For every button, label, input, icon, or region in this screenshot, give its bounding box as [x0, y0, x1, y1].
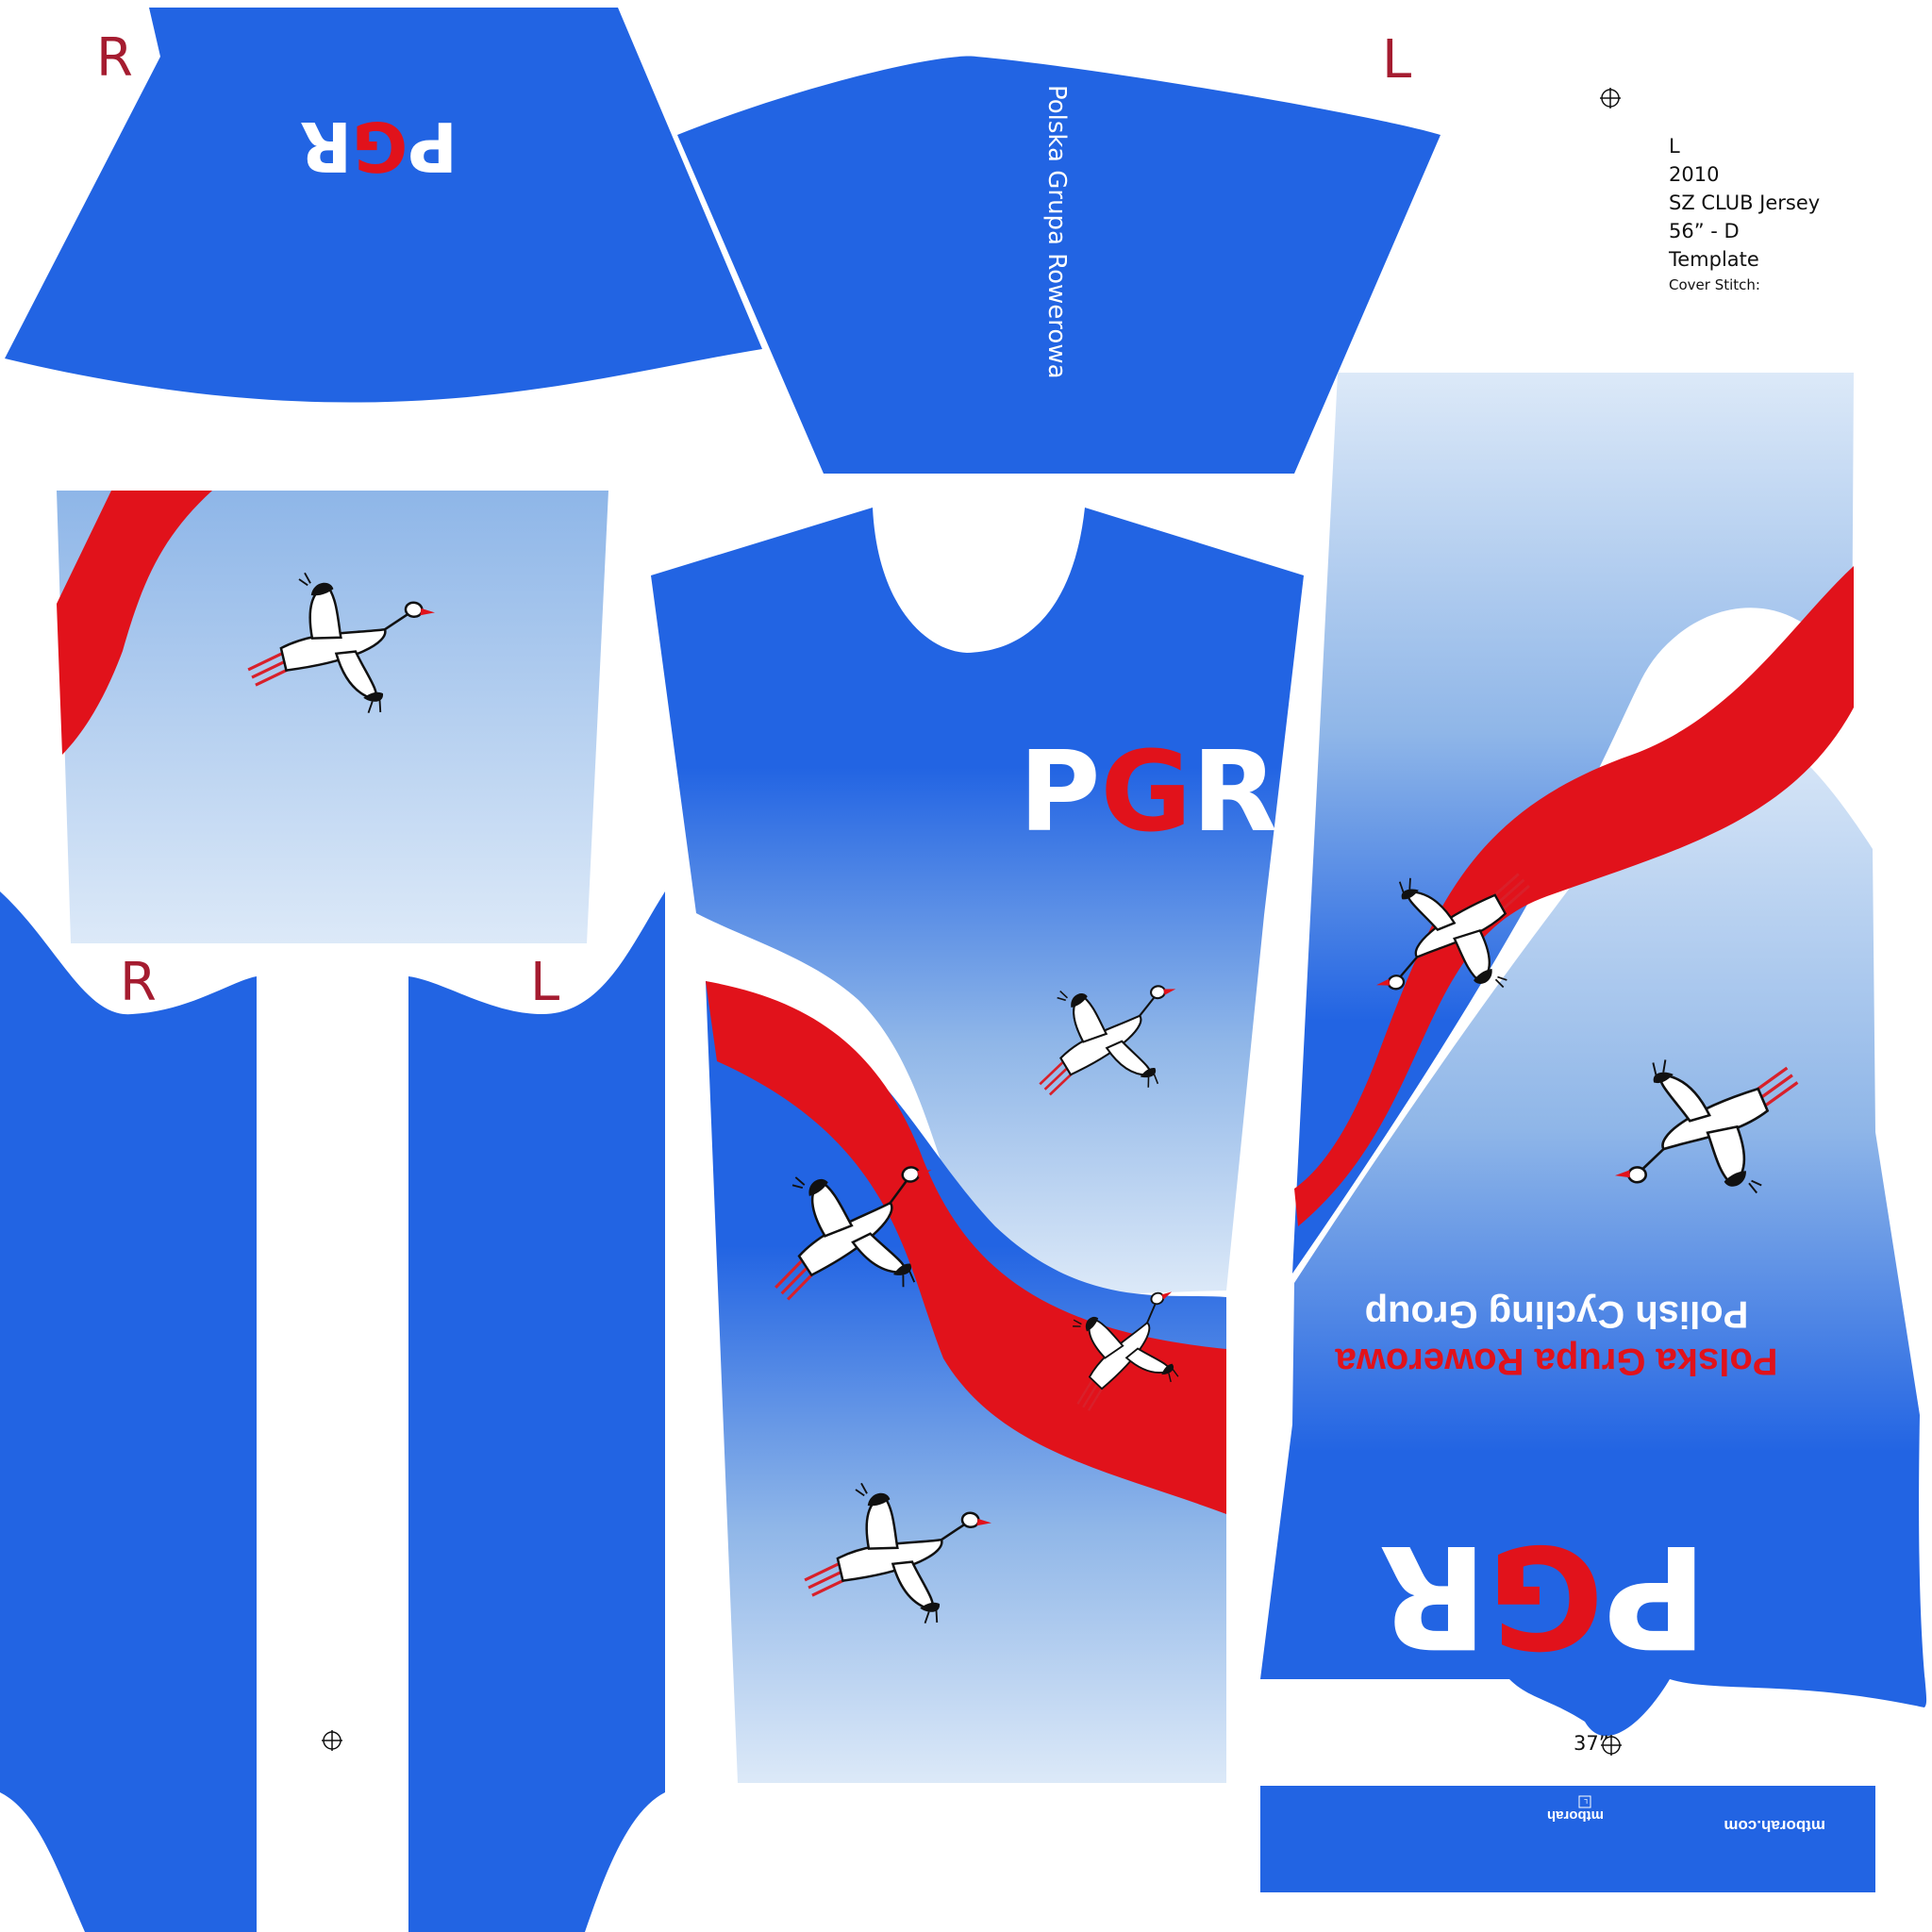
waistband-brand-right: mtborah.com — [1724, 1817, 1825, 1835]
logo-p: P — [408, 107, 458, 186]
registration-mark-icon — [321, 1729, 343, 1752]
side-letter-left: L — [1382, 29, 1411, 91]
logo-r: R — [1378, 1513, 1488, 1677]
collar-vertical-text: Polska Grupa Rowerowa — [1042, 85, 1071, 379]
pgr-logo-back: PGR — [1378, 1513, 1707, 1677]
collar-panel-right: R PGR — [5, 8, 762, 403]
spec-block: L 2010 SZ CLUB Jersey 56” - D Template C… — [1599, 87, 1820, 293]
spec-year: 2010 — [1669, 163, 1719, 186]
logo-r: R — [1191, 726, 1277, 857]
spec-product: SZ CLUB Jersey — [1669, 192, 1820, 214]
svg-text:PGR: PGR — [1019, 726, 1277, 857]
side-panel — [57, 491, 608, 943]
sleeve-right: R — [0, 891, 343, 1932]
spec-size: L — [1669, 135, 1680, 158]
side-letter-right: R — [96, 27, 133, 89]
side-letter-sleeve-right: R — [120, 952, 157, 1013]
pgr-logo-collar: PGR — [300, 107, 458, 186]
svg-text:PGR: PGR — [1378, 1513, 1707, 1677]
waistband: mtborah.com mtborah L — [1260, 1786, 1875, 1892]
registration-mark-icon — [1599, 87, 1622, 109]
waistband-care-label: mtborah L — [1547, 1795, 1604, 1824]
sleeve-left: L — [408, 891, 665, 1932]
logo-p: P — [1604, 1513, 1707, 1677]
collar-panel-left: Polska Grupa Rowerowa L — [677, 29, 1441, 475]
spec-stitch: Cover Stitch: — [1669, 276, 1760, 293]
spec-measure: 56” - D — [1669, 220, 1740, 242]
slogan-english: Polish Cycling Group — [1365, 1293, 1749, 1335]
logo-r: R — [300, 107, 352, 186]
side-letter-sleeve-left: L — [530, 952, 559, 1013]
front-panel: PGR — [651, 508, 1304, 1783]
slogan-polish: Polska Grupa Rowerowa — [1335, 1341, 1778, 1382]
waistband-size-box: L — [1584, 1797, 1588, 1804]
logo-g: G — [1100, 726, 1191, 857]
svg-text:PGR: PGR — [300, 107, 458, 186]
back-panel: Polska Grupa Rowerowa Polish Cycling Gro… — [1260, 373, 1927, 1757]
back-slogans: Polska Grupa Rowerowa Polish Cycling Gro… — [1335, 1293, 1778, 1382]
logo-g: G — [352, 107, 408, 186]
spec-kind: Template — [1668, 248, 1759, 271]
logo-g: G — [1488, 1513, 1604, 1677]
logo-p: P — [1019, 726, 1100, 857]
waistband-brand-left: mtborah — [1547, 1807, 1604, 1824]
pgr-logo-front: PGR — [1019, 726, 1277, 857]
